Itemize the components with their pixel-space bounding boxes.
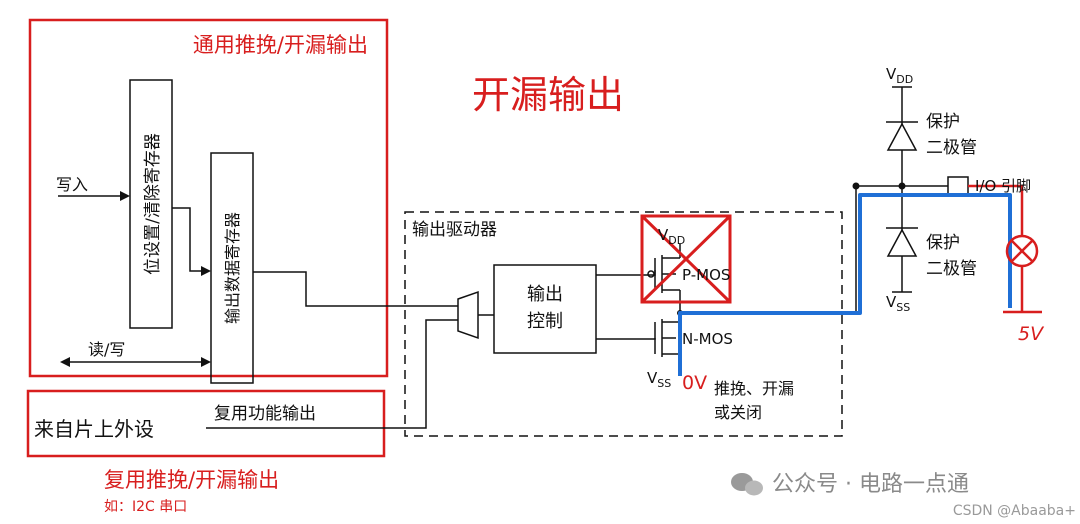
nmos-label: N-MOS bbox=[682, 330, 733, 348]
peripheral-source-label: 来自片上外设 bbox=[34, 417, 154, 441]
read-write-label: 读/写 bbox=[88, 340, 125, 359]
bit-set-reset-label: 位设置/清除寄存器 bbox=[143, 133, 163, 275]
current-path bbox=[678, 193, 1012, 376]
five-volt-label: 5V bbox=[1018, 323, 1045, 345]
write-label: 写入 bbox=[56, 175, 88, 194]
protection-diode-top bbox=[886, 121, 918, 151]
general-output-box bbox=[28, 18, 389, 378]
diode-top-line1: 保护 bbox=[926, 112, 960, 132]
page-title: 开漏输出 bbox=[472, 73, 624, 117]
driver-vss-label: VSS bbox=[647, 369, 671, 390]
output-control-block bbox=[493, 264, 597, 354]
multiplexer bbox=[457, 290, 479, 340]
watermark-csdn: CSDN @Abaaba+ bbox=[953, 503, 1076, 519]
pmos-disabled-mark bbox=[640, 214, 732, 304]
protection-vss-label: VSS bbox=[886, 293, 910, 314]
alt-output-label: 复用推挽/开漏输出 bbox=[104, 468, 279, 492]
diode-top-line2: 二极管 bbox=[926, 138, 977, 158]
io-pin-label: I/O 引脚 bbox=[975, 177, 1031, 195]
output-driver-box bbox=[404, 211, 843, 437]
nmos-transistor bbox=[654, 313, 681, 368]
alt-func-output-label: 复用功能输出 bbox=[214, 404, 316, 424]
pmos-label: P-MOS bbox=[682, 266, 730, 284]
alt-output-box bbox=[26, 389, 386, 458]
driver-vdd-label: VDD bbox=[658, 226, 685, 247]
protection-diode-bottom bbox=[886, 227, 918, 257]
protection-vdd-label: VDD bbox=[886, 65, 913, 86]
lamp-load bbox=[968, 184, 1042, 314]
watermark-channel: 公众号 · 电路一点通 bbox=[772, 472, 969, 497]
output-data-label: 输出数据寄存器 bbox=[223, 212, 242, 324]
general-output-label: 通用推挽/开漏输出 bbox=[193, 33, 368, 57]
output-data-register bbox=[210, 152, 254, 384]
output-control-line2: 控制 bbox=[527, 311, 563, 332]
io-pin bbox=[947, 176, 969, 196]
zero-volt-label: 0V bbox=[682, 372, 707, 394]
output-control-line1: 输出 bbox=[527, 284, 563, 305]
alt-example-label: 如：I2C 串口 bbox=[104, 499, 187, 515]
wechat-icon bbox=[731, 473, 763, 496]
bit-set-reset-register bbox=[129, 79, 173, 329]
output-driver-label: 输出驱动器 bbox=[412, 220, 497, 240]
mode-line1: 推挽、开漏 bbox=[714, 379, 794, 398]
diode-bot-line2: 二极管 bbox=[926, 259, 977, 279]
mode-line2: 或关闭 bbox=[714, 403, 762, 422]
diode-bot-line1: 保护 bbox=[926, 233, 960, 253]
